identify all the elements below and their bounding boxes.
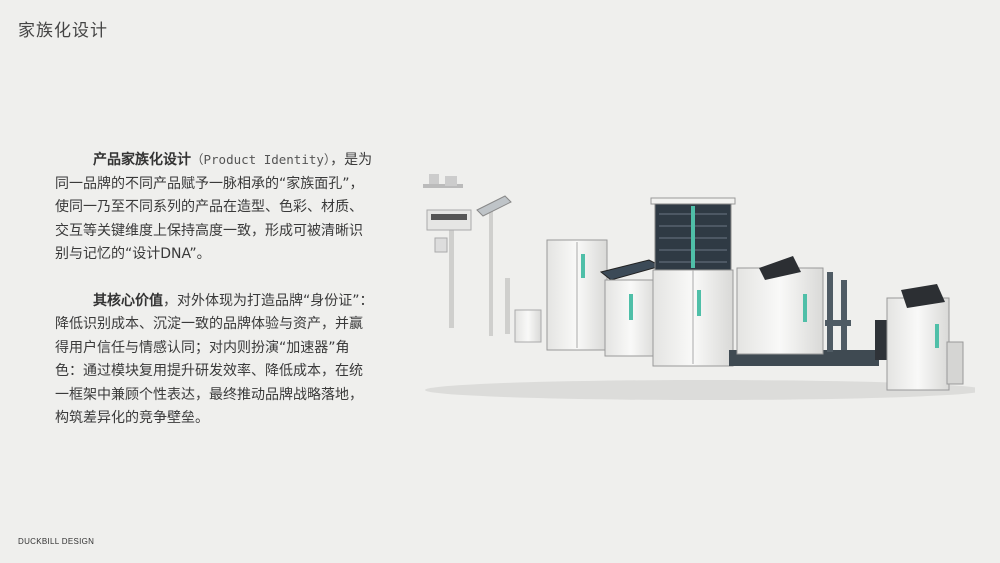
footer-brand: DUCKBILL DESIGN [18, 537, 95, 546]
term-latin: （Product Identity） [191, 152, 331, 167]
skid-unit [729, 256, 879, 366]
page-title: 家族化设计 [18, 21, 108, 41]
term-core-value: 其核心价值 [93, 292, 163, 309]
body-text: 产品家族化设计（Product Identity），是为同一品牌的不同产品赋予一… [55, 148, 375, 431]
paragraph-core-value: 其核心价值，对外体现为打造品牌“身份证”：降低识别成本、沉淀一致的品牌体验与资产… [55, 290, 375, 431]
tower-cabinet [650, 197, 736, 367]
weather-station [423, 174, 542, 343]
paragraph1-text: ，是为同一品牌的不同产品赋予一脉相承的“家族面孔”，使同一乃至不同系列的产品在造… [55, 152, 373, 262]
solar-cabinet [599, 259, 663, 357]
paragraph-product-identity: 产品家族化设计（Product Identity），是为同一品牌的不同产品赋予一… [55, 148, 375, 267]
cabinet-tall [546, 239, 608, 351]
compact-unit [875, 284, 964, 391]
term-product-identity: 产品家族化设计 [93, 152, 191, 168]
ground-shadow [425, 380, 975, 400]
paragraph2-text: ，对外体现为打造品牌“身份证”：降低识别成本、沉淀一致的品牌体验与资产，并赢得用… [55, 292, 374, 427]
product-family-illustration [423, 174, 975, 400]
